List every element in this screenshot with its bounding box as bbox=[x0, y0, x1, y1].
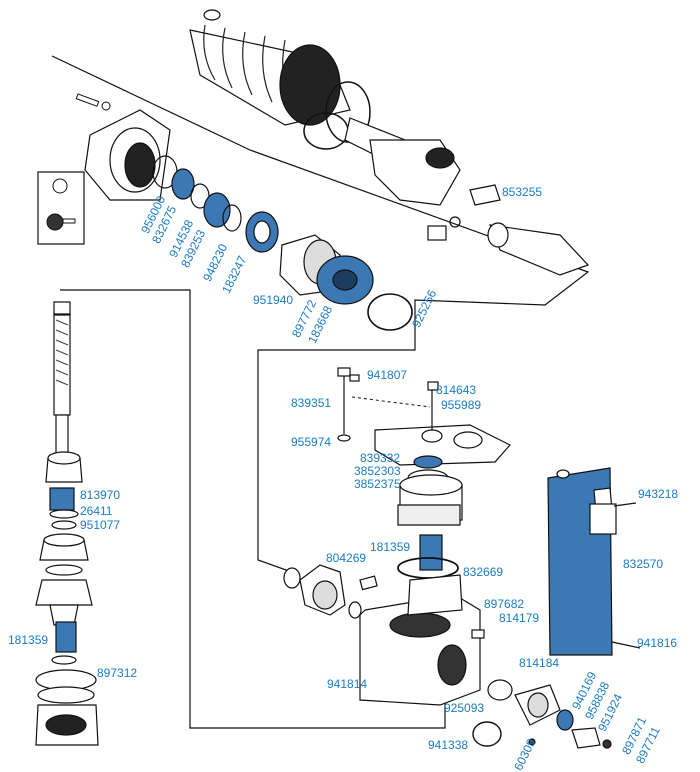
part-label-832669: 832669 bbox=[463, 565, 504, 579]
part-label-814184: 814184 bbox=[519, 656, 560, 670]
left-assembly-outline bbox=[60, 289, 446, 729]
vertical-shaft-stack bbox=[35, 301, 99, 746]
part-label-814179: 814179 bbox=[499, 611, 540, 625]
part-label-3852303: 3852303 bbox=[354, 464, 401, 478]
output-bearing bbox=[316, 255, 374, 305]
gear-housing bbox=[359, 574, 485, 706]
o-ring-925256 bbox=[367, 293, 413, 331]
part-label-955974: 955974 bbox=[291, 435, 332, 449]
part-label-181359-upper: 181359 bbox=[370, 540, 411, 554]
part-label-853255: 853255 bbox=[502, 185, 543, 199]
part-label-839351: 839351 bbox=[291, 396, 332, 410]
part-label-3852375: 3852375 bbox=[354, 477, 401, 491]
part-label-813970: 813970 bbox=[80, 488, 121, 502]
upper-bearing bbox=[397, 455, 463, 526]
part-label-26411: 26411 bbox=[80, 504, 113, 518]
part-label-941338: 941338 bbox=[428, 738, 469, 752]
side-cover bbox=[547, 467, 641, 656]
part-label-897682: 897682 bbox=[484, 597, 525, 611]
bevel-gear bbox=[283, 564, 362, 619]
part-label-832570: 832570 bbox=[623, 557, 664, 571]
part-label-839332: 839332 bbox=[360, 451, 401, 465]
part-label-955989: 955989 bbox=[441, 398, 482, 412]
flange-housing bbox=[84, 109, 171, 201]
input-seals bbox=[152, 155, 279, 253]
part-label-941814: 941814 bbox=[327, 677, 368, 691]
part-label-951077: 951077 bbox=[80, 518, 121, 532]
bolts-top bbox=[75, 93, 111, 111]
part-label-943218: 943218 bbox=[638, 487, 679, 501]
part-label-941807: 941807 bbox=[367, 368, 408, 382]
bellows bbox=[189, 9, 351, 126]
top-assembly-outline bbox=[51, 55, 590, 576]
part-label-181359-lower: 181359 bbox=[8, 633, 49, 647]
upper-cover bbox=[337, 367, 511, 466]
part-label-941816: 941816 bbox=[637, 636, 678, 650]
cardan-shaft bbox=[344, 117, 590, 276]
lower-right-parts bbox=[487, 679, 612, 749]
part-label-897312: 897312 bbox=[97, 666, 138, 680]
part-label-925093: 925093 bbox=[444, 701, 485, 715]
part-label-814643: 814643 bbox=[436, 383, 477, 397]
part-label-804269: 804269 bbox=[326, 551, 367, 565]
part-label-951940: 951940 bbox=[253, 293, 294, 307]
o-ring-941338 bbox=[472, 721, 502, 747]
